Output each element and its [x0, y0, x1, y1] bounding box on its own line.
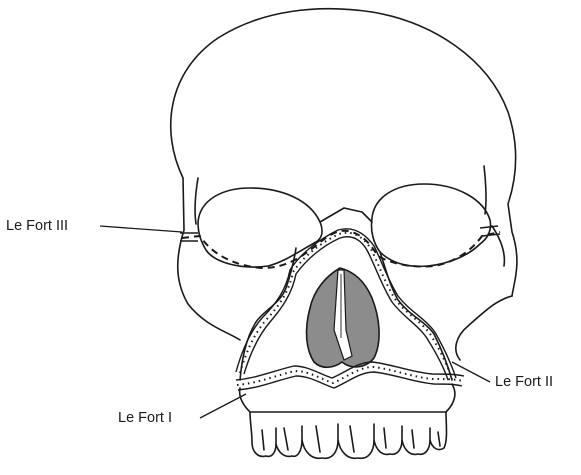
right-temple-line	[484, 166, 486, 214]
label-le-fort-iii: Le Fort III	[6, 219, 68, 234]
right-maxilla-edge	[380, 252, 452, 380]
leader-le-fort-i	[200, 394, 246, 418]
left-temple-line	[195, 178, 198, 224]
le-fort-iii-line	[182, 231, 500, 268]
right-zygoma-notch	[492, 226, 504, 266]
teeth-row	[250, 412, 447, 458]
label-le-fort-ii: Le Fort II	[495, 375, 553, 390]
label-le-fort-i: Le Fort I	[118, 411, 172, 426]
nasal-bridge	[320, 208, 372, 222]
nasal-cavity	[307, 268, 380, 367]
tooth-inner-lines	[262, 426, 440, 452]
leader-le-fort-iii	[100, 226, 182, 232]
left-skull-side	[178, 178, 240, 340]
right-skull-side	[456, 296, 512, 360]
leader-le-fort-ii	[452, 362, 490, 382]
right-orbit	[371, 184, 490, 266]
upper-jaw-contour	[240, 384, 455, 412]
